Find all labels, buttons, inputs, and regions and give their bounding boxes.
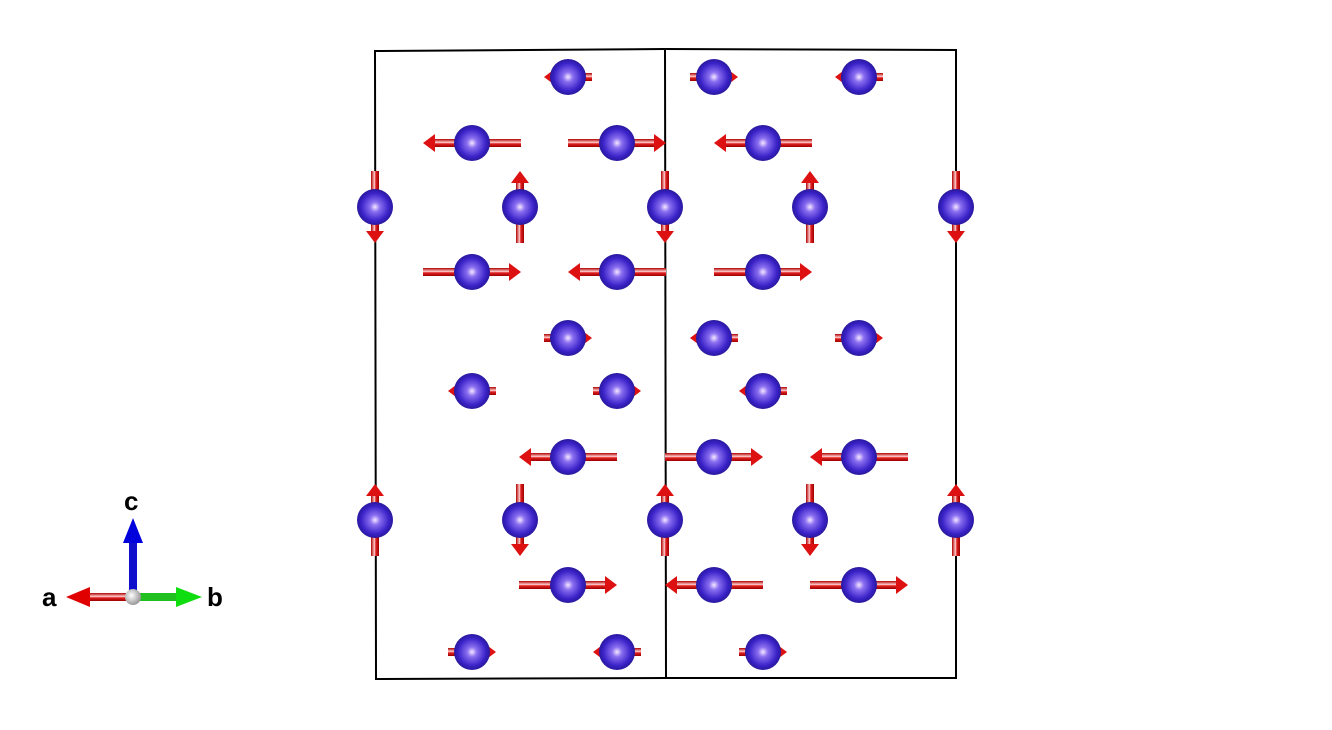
axis-indicator: a b c xyxy=(42,486,223,612)
atom[interactable] xyxy=(550,320,586,356)
atom[interactable] xyxy=(938,502,974,538)
axis-a-arrow xyxy=(66,587,133,607)
atom[interactable] xyxy=(550,439,586,475)
atom[interactable] xyxy=(599,125,635,161)
atom[interactable] xyxy=(599,373,635,409)
atom[interactable] xyxy=(454,125,490,161)
atom[interactable] xyxy=(454,634,490,670)
atom[interactable] xyxy=(938,189,974,225)
atom[interactable] xyxy=(550,59,586,95)
axis-b-arrow xyxy=(133,587,202,607)
axis-c-arrow xyxy=(123,518,143,597)
atom[interactable] xyxy=(550,567,586,603)
atom[interactable] xyxy=(841,59,877,95)
axis-c-label: c xyxy=(124,486,138,516)
atom[interactable] xyxy=(599,254,635,290)
atom[interactable] xyxy=(357,189,393,225)
atom[interactable] xyxy=(502,189,538,225)
axis-a-label: a xyxy=(42,582,57,612)
atom[interactable] xyxy=(599,634,635,670)
atom-layer xyxy=(357,59,974,670)
atom[interactable] xyxy=(841,439,877,475)
atom[interactable] xyxy=(502,502,538,538)
atom[interactable] xyxy=(841,320,877,356)
atom[interactable] xyxy=(696,59,732,95)
atom[interactable] xyxy=(745,125,781,161)
atom[interactable] xyxy=(792,502,828,538)
cell-edge-middle xyxy=(664,48,667,679)
atom[interactable] xyxy=(454,254,490,290)
atom[interactable] xyxy=(841,567,877,603)
unit-cell xyxy=(373,47,957,681)
atom[interactable] xyxy=(696,439,732,475)
atom[interactable] xyxy=(454,373,490,409)
atom[interactable] xyxy=(792,189,828,225)
axis-origin xyxy=(125,589,141,605)
atom[interactable] xyxy=(647,189,683,225)
atom[interactable] xyxy=(357,502,393,538)
axis-b-label: b xyxy=(207,582,223,612)
atom[interactable] xyxy=(647,502,683,538)
atom[interactable] xyxy=(745,634,781,670)
atom[interactable] xyxy=(696,320,732,356)
atom[interactable] xyxy=(745,373,781,409)
atom[interactable] xyxy=(745,254,781,290)
atom[interactable] xyxy=(696,567,732,603)
